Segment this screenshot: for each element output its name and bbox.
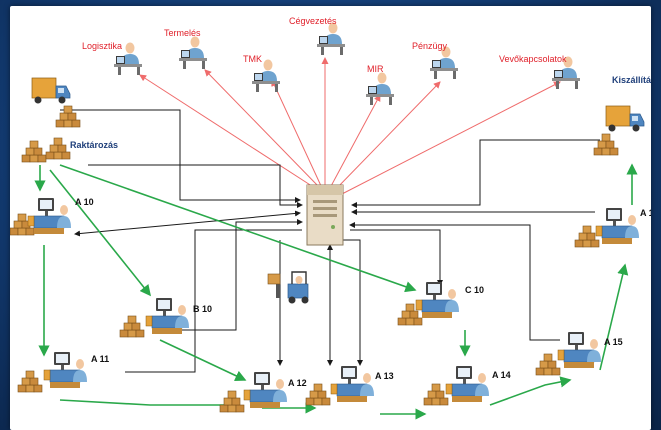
department-vevokapcsolatok: Vevőkapcsolatok (499, 54, 580, 89)
station-label: A 14 (492, 370, 511, 380)
department-label: TMK (243, 54, 262, 64)
box-stack-icon (574, 225, 600, 248)
forklift-icon (267, 271, 310, 305)
workstation-icon (415, 281, 460, 319)
department-label: Vevőkapcsolatok (499, 54, 567, 64)
workstation-icon (145, 297, 190, 335)
station-label: A 16 (640, 208, 651, 218)
area-raktarozas: Raktározás (21, 77, 118, 163)
area-label: Kiszállítás (612, 75, 651, 85)
box-stack-icon (55, 105, 81, 128)
box-stack-icon (423, 383, 449, 406)
box-stack-icon (21, 140, 47, 163)
workstation-icon (595, 207, 640, 245)
station-a11: A 11 (17, 351, 109, 393)
station-label: A 15 (604, 337, 623, 347)
department-penzugy: Pénzügy (412, 41, 458, 79)
station-label: B 10 (193, 304, 212, 314)
station-c10: C 10 (397, 281, 484, 326)
station-a12: A 12 (219, 371, 307, 413)
station-label: A 13 (375, 371, 394, 381)
workstation-icon (557, 331, 602, 369)
station-a15: A 15 (535, 331, 623, 376)
office-worker-icon (252, 59, 280, 92)
workstation-icon (243, 371, 288, 409)
delivery-truck-icon (31, 77, 71, 104)
department-label: Termelés (164, 28, 201, 38)
process-diagram: Logisztika Termelés TMK Cégvezetés MIR P… (10, 16, 651, 420)
box-stack-icon (119, 315, 145, 338)
department-tmk: TMK (243, 54, 280, 92)
station-label: A 10 (75, 197, 94, 207)
station-a13: A 13 (305, 365, 394, 406)
office-worker-icon (366, 72, 394, 105)
station-label: C 10 (465, 285, 484, 295)
workstation-icon (330, 365, 375, 403)
station-a16: A 16 (574, 207, 651, 248)
department-termeles: Termelés (164, 28, 207, 69)
department-label: Pénzügy (412, 41, 448, 51)
workstation-icon (445, 365, 490, 403)
area-kiszallitas: Kiszállítás (593, 75, 651, 156)
info-lines (139, 57, 561, 196)
station-label: A 11 (91, 354, 109, 364)
area-label: Raktározás (70, 140, 118, 150)
diagram-canvas: Logisztika Termelés TMK Cégvezetés MIR P… (10, 6, 651, 430)
data-lines (60, 109, 600, 373)
material-flow (34, 163, 638, 420)
box-stack-icon (593, 133, 619, 156)
workstation-icon (27, 197, 72, 235)
department-logisztika: Logisztika (82, 41, 142, 75)
office-worker-icon (317, 22, 345, 55)
office-worker-icon (179, 36, 207, 69)
server-icon (306, 184, 344, 246)
department-label: Cégvezetés (289, 16, 337, 26)
station-a14: A 14 (423, 365, 511, 406)
box-stack-icon (305, 383, 331, 406)
workstation-icon (43, 351, 88, 389)
delivery-truck-icon (605, 105, 645, 132)
station-b10: B 10 (119, 297, 212, 338)
department-cegvezetes: Cégvezetés (289, 16, 345, 55)
department-label: Logisztika (82, 41, 122, 51)
box-stack-icon (219, 390, 245, 413)
office-worker-icon (430, 46, 458, 79)
box-stack-icon (17, 370, 43, 393)
station-a10: A 10 (10, 197, 94, 236)
station-label: A 12 (288, 378, 307, 388)
department-mir: MIR (366, 64, 394, 105)
department-label: MIR (367, 64, 384, 74)
box-stack-icon (45, 137, 71, 160)
box-stack-icon (535, 353, 561, 376)
